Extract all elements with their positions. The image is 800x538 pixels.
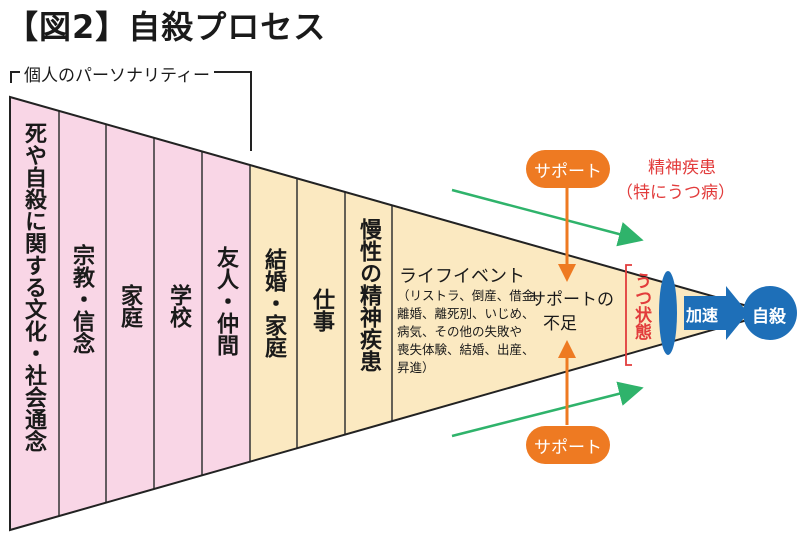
figure-title: 【図2】自殺プロセス	[6, 8, 327, 46]
support-arrowhead-top	[558, 264, 576, 282]
life-events-line: （リストラ、倒産、借金、	[397, 288, 547, 303]
personality-region	[10, 97, 250, 530]
suicide-label: 自殺	[752, 307, 786, 327]
pressure-arrow-bottom	[451, 381, 644, 438]
personality-label: 個人のパーソナリティー	[20, 61, 214, 86]
depression-state-label: うつ状態	[631, 272, 651, 340]
life-events-line: 離婚、離死別、いじめ、	[397, 306, 535, 321]
depression-bracket	[625, 264, 632, 366]
column-label: 宗教・信念	[69, 244, 94, 354]
column-label: 友人・仲間	[213, 246, 238, 356]
life-events-detail: （リストラ、倒産、借金、 離婚、離死別、いじめ、 病気、その他の失敗や 喪失体験…	[397, 287, 547, 377]
funnel-outline	[9, 95, 776, 532]
acceleration-label: 加速	[686, 306, 719, 325]
support-arrowhead-bottom	[558, 340, 576, 358]
acceleration-arrow	[684, 286, 748, 340]
column-label: 仕事	[309, 288, 334, 332]
suicide-circle	[743, 286, 797, 340]
life-events-line: 喪失体験、結婚、出産、	[397, 342, 535, 357]
column-label: 死や自殺に関する文化・社会通念	[21, 122, 46, 452]
column-label: 結婚・家庭	[261, 248, 286, 358]
support-top-pill: サポート	[526, 150, 610, 188]
lack-of-support-line2: 不足	[543, 314, 577, 334]
pressure-arrow-top	[451, 188, 644, 247]
life-events-heading: ライフイベント	[399, 266, 525, 287]
column-label: 家庭	[117, 284, 142, 328]
support-bottom-pill: サポート	[526, 426, 610, 464]
mental-illness-marker	[659, 271, 677, 355]
lack-of-support-label: サポートの 不足	[529, 288, 614, 336]
lack-of-support-line1: サポートの	[529, 290, 614, 310]
column-label: 慢性の精神疾患	[356, 218, 381, 372]
mental-illness-line2: （特にうつ病）	[616, 183, 735, 203]
column-label: 学校	[166, 284, 191, 328]
mental-illness-label: 精神疾患 （特にうつ病）	[616, 156, 735, 206]
life-events-line: 病気、その他の失敗や	[397, 324, 523, 339]
mental-illness-line1: 精神疾患	[648, 158, 716, 178]
life-events-line: 昇進）	[397, 360, 435, 375]
